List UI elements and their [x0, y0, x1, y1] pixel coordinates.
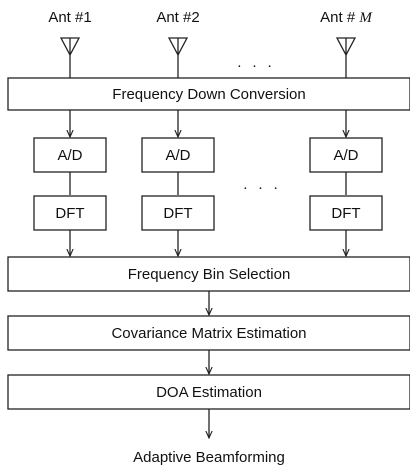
ad-label: A/D	[165, 147, 190, 164]
doa-estimation-block	[7, 374, 410, 410]
ad-label: A/D	[333, 147, 358, 164]
covariance-matrix-estimation-label: Covariance Matrix Estimation	[111, 325, 306, 342]
ellipsis-channels: · · ·	[243, 179, 281, 196]
antenna-icon	[59, 37, 81, 78]
antenna-label-2: Ant #2	[156, 9, 199, 26]
antenna-icon	[335, 37, 357, 78]
frequency-down-conversion-label: Frequency Down Conversion	[112, 86, 305, 103]
dft-label: DFT	[331, 205, 360, 222]
doa-estimation-label: DOA Estimation	[156, 384, 262, 401]
dft-block	[141, 195, 215, 231]
dft-label: DFT	[163, 205, 192, 222]
ad-block	[141, 137, 215, 173]
ad-block	[33, 137, 107, 173]
ellipsis-antennas: · · ·	[237, 57, 275, 74]
frequency-bin-selection-label: Frequency Bin Selection	[128, 266, 291, 283]
antenna-label-m: Ant # M	[320, 9, 373, 26]
dft-label: DFT	[55, 205, 84, 222]
antenna-icon	[167, 37, 189, 78]
ad-label: A/D	[57, 147, 82, 164]
covariance-matrix-estimation-block	[7, 315, 410, 351]
adaptive-beamforming-label: Adaptive Beamforming	[133, 449, 285, 466]
antenna-label-1: Ant #1	[48, 9, 91, 26]
frequency-down-conversion-block	[7, 77, 410, 111]
